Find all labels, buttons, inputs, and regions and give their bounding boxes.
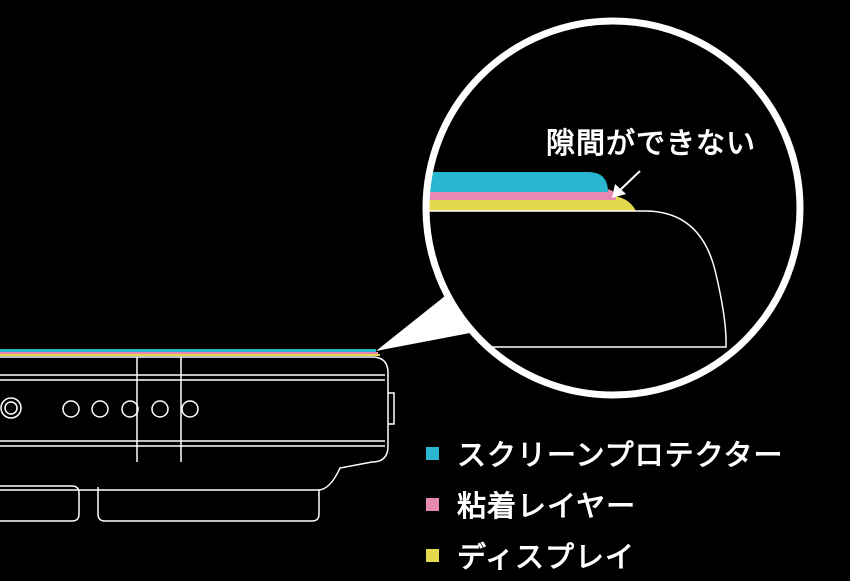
legend-item-adhesive: 粘着レイヤー	[426, 483, 636, 525]
legend-swatch-display	[426, 548, 439, 562]
legend-item-display: ディスプレイ	[426, 534, 635, 576]
device-layer-protector	[0, 349, 376, 352]
camera-ring-outer	[0, 397, 22, 419]
device-outline	[0, 356, 389, 491]
legend-label-adhesive: 粘着レイヤー	[457, 489, 637, 523]
speaker-hole-3	[121, 400, 139, 418]
speaker-hole-5	[181, 400, 199, 418]
speaker-hole-1	[62, 400, 80, 418]
callout-label: 隙間ができない	[546, 126, 757, 160]
device-layer-adhesive	[0, 352, 378, 354]
zoom-pointer	[376, 296, 470, 351]
legend-swatch-adhesive	[426, 497, 439, 511]
camera-ring-inner	[4, 401, 18, 415]
speaker-hole-2	[91, 400, 109, 418]
legend-label-protector: スクリーンプロテクター	[457, 438, 784, 472]
device-body	[0, 349, 395, 522]
callout-arrow-line	[617, 170, 641, 193]
zoom-device-edge	[426, 210, 727, 348]
zoom-detail	[422, 17, 804, 399]
callout-arrow-head	[612, 184, 626, 198]
device-layer-display	[0, 354, 380, 356]
legend-label-display: ディスプレイ	[457, 540, 635, 574]
device-foot-left	[0, 485, 80, 522]
legend-swatch-protector	[426, 446, 439, 460]
speaker-hole-4	[151, 400, 169, 418]
zoom-layer-protector	[426, 172, 608, 192]
zoom-circle-border	[422, 17, 804, 399]
legend-item-protector: スクリーンプロテクター	[426, 432, 784, 474]
device-foot-right	[97, 487, 320, 522]
side-button	[388, 392, 395, 425]
